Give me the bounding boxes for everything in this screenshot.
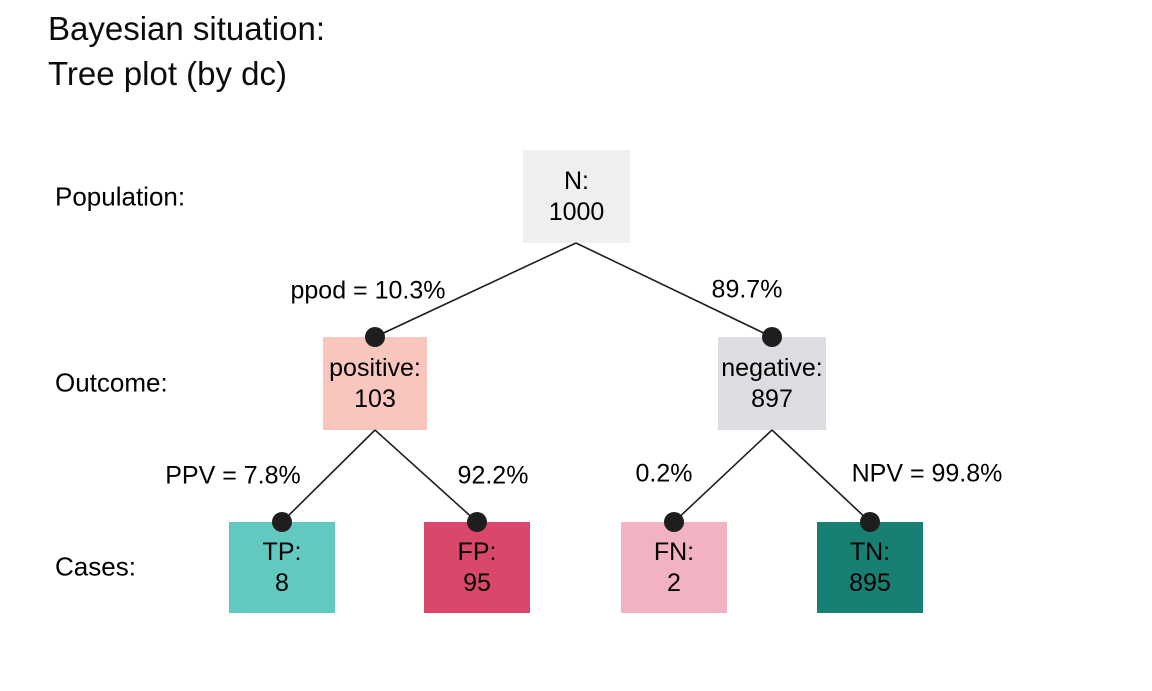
node-fn-label: FN: [653,537,695,566]
plot-title: Bayesian situation: Tree plot (by dc) [48,6,325,96]
row-label-population: Population: [55,181,186,212]
edge-label-fp-percent: 92.2% [457,461,529,490]
edge-label-ppod: ppod = 10.3% [290,276,446,305]
node-fp: FP: 95 [424,522,530,613]
plot-title-line1: Bayesian situation: [48,10,326,47]
node-positive-value: 103 [354,384,396,413]
node-negative-label: negative: [721,353,823,382]
node-tp: TP: 8 [229,522,335,613]
row-label-outcome: Outcome: [55,367,168,398]
node-root-label: N: [564,166,589,195]
edge-label-negative-percent: 89.7% [711,275,783,304]
node-fp-label: FP: [457,537,497,566]
edge-label-npv: NPV = 99.8% [851,459,1003,488]
plot-title-line2: Tree plot (by dc) [48,55,288,92]
node-positive-label: positive: [329,353,421,382]
node-tn-value: 895 [849,568,891,597]
node-positive: positive: 103 [323,337,427,430]
node-negative: negative: 897 [718,337,826,430]
node-negative-value: 897 [751,384,793,413]
node-fn-value: 2 [667,568,681,597]
node-tn-label: TN: [849,537,891,566]
node-fn: FN: 2 [621,522,727,613]
node-tp-value: 8 [275,568,289,597]
node-tp-label: TP: [262,537,302,566]
node-root: N: 1000 [523,150,630,243]
row-label-cases: Cases: [55,551,136,582]
edge-label-fn-percent: 0.2% [635,459,693,488]
node-fp-value: 95 [463,568,491,597]
edge-label-ppv: PPV = 7.8% [165,461,301,490]
node-tn: TN: 895 [817,522,923,613]
node-root-value: 1000 [548,197,605,226]
